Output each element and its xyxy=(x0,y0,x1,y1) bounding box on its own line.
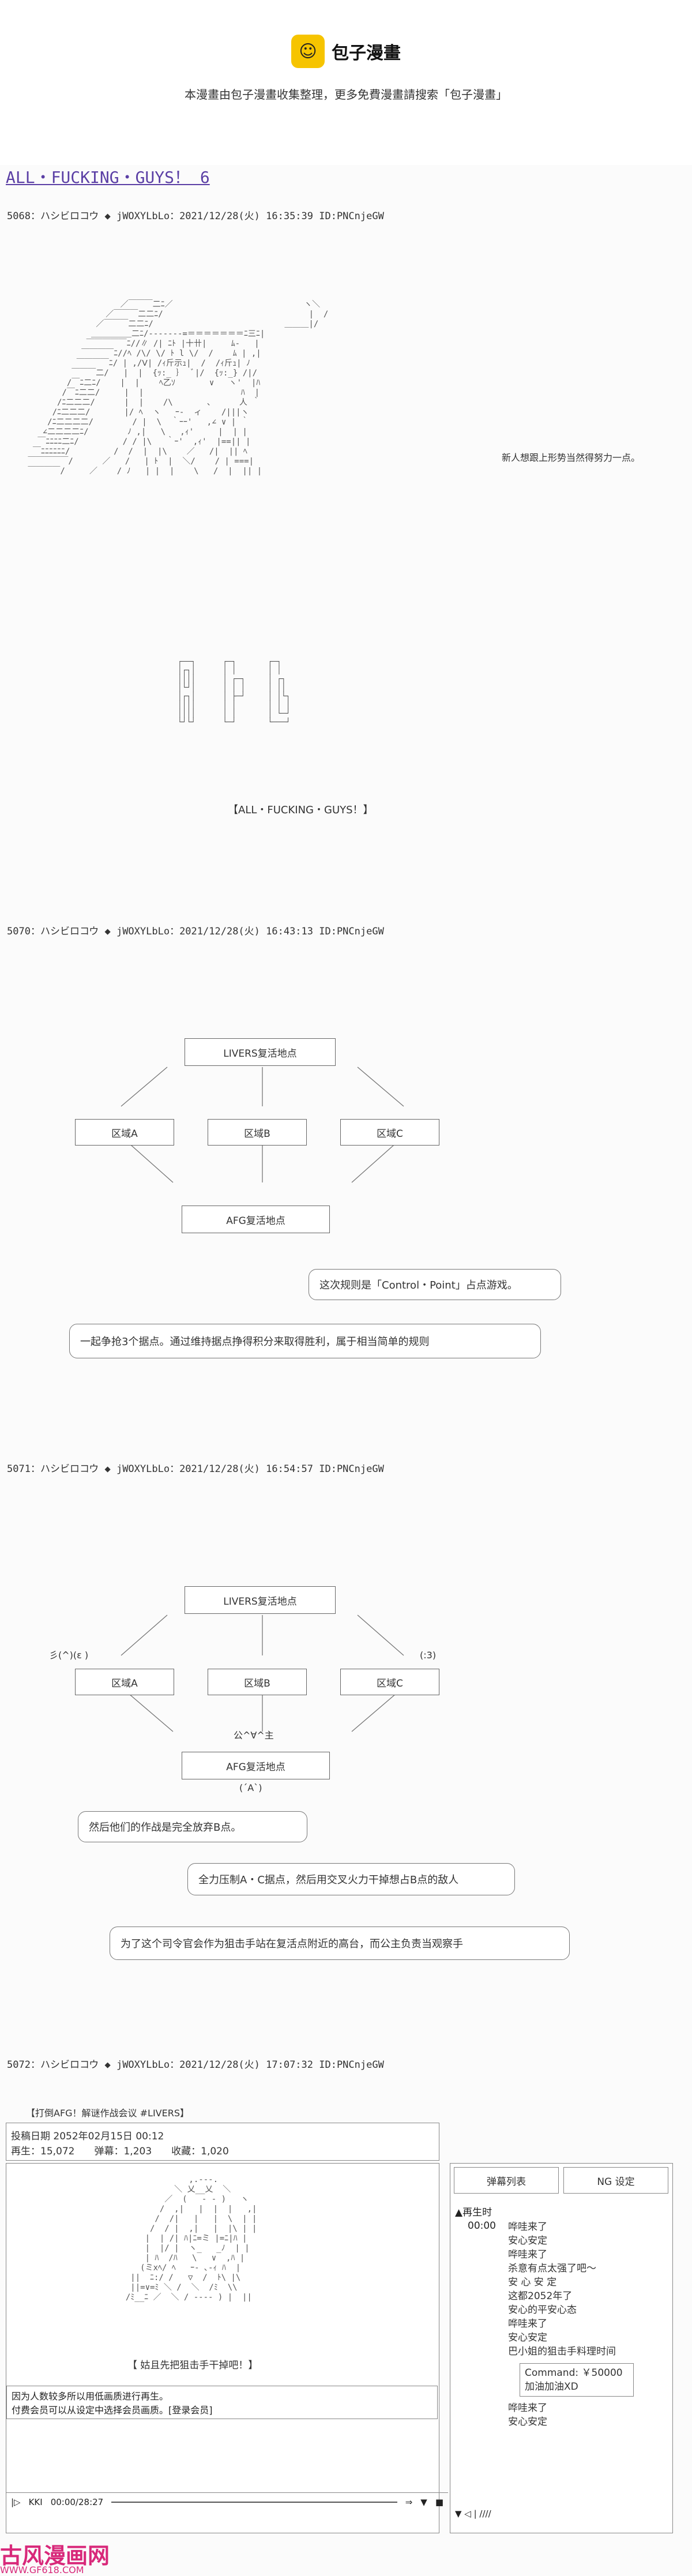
speech-bubble-rules: 这次规则是「Control・Point」占点游戏。 xyxy=(309,1269,561,1300)
site-header: ☺ 包子漫畫 本漫畫由包子漫畫收集整理，更多免費漫畫請搜索「包子漫畫」 xyxy=(0,35,692,102)
node-area-a: 区域A xyxy=(75,1119,174,1146)
comment-item: 哗哇来了 xyxy=(508,2402,547,2414)
speech-bubble-crossfire: 全力压制A・C据点，然后用交叉火力干掉想占B点的敌人 xyxy=(187,1863,515,1895)
list-time: 00:00 xyxy=(468,2220,496,2232)
comment-item: 安 心 安 定 xyxy=(508,2277,557,2288)
comment-item: 安心安定 xyxy=(508,2235,547,2247)
notice-line-1: 因为人数较多所以用低画质进行再生。 xyxy=(12,2391,169,2402)
node-area-b-2: 区域B xyxy=(208,1669,307,1695)
node-area-b: 区域B xyxy=(208,1119,307,1146)
post-meta-5070: 5070：ハシビロコウ ◆ jWOXYLbLo：2021/12/28(火) 16… xyxy=(7,926,384,937)
node-livers-spawn-2: LIVERS复活地点 xyxy=(185,1586,336,1614)
post-meta-5071: 5071：ハシビロコウ ◆ jWOXYLbLo：2021/12/28(火) 16… xyxy=(7,1463,384,1475)
post-meta-5072: 5072：ハシビロコウ ◆ jWOXYLbLo：2021/12/28(火) 17… xyxy=(7,2059,384,2071)
video-title: 【打倒AFG！解谜作战会议 #LIVERS】 xyxy=(26,2108,190,2119)
video-player[interactable]: ,.-‐‐. ＼ 乂__乂 ＼ ／ ( ‐ ‐ ) ヽ / ,| | | | ,… xyxy=(6,2163,448,2533)
node-area-a-2: 区域A xyxy=(75,1669,174,1695)
play-button[interactable]: |▷ xyxy=(11,2497,21,2507)
volume-icon[interactable]: ▼ xyxy=(420,2497,427,2507)
timecode: 00:00/28:27 xyxy=(50,2497,104,2507)
post-date: 投稿日期 2052年02月15日 00:12 xyxy=(11,2131,164,2142)
node-livers-spawn: LIVERS复活地点 xyxy=(185,1038,336,1066)
speech-bubble-abandon-b: 然后他们的作战是完全放弃B点。 xyxy=(78,1811,307,1842)
ascii-art-squad: ／￣￣￣二ﾆ／ ヽ＼ ／￣￣￣二二ﾆ/ | / ／￣￣￣二二ﾆ/ ＿＿＿|/ ＿… xyxy=(28,300,329,476)
danmaku-input[interactable]: ▼ ◁ | //// xyxy=(455,2509,491,2519)
comment-list: 哗哇来了 安心安定 哗哇来了 杀意有点太强了吧～ 安 心 安 定 这都2052年… xyxy=(508,2220,670,2429)
comment-item: 哗哇来了 xyxy=(508,2249,547,2260)
node-area-c: 区域C xyxy=(340,1119,439,1146)
tab-danmaku-list[interactable]: 弹幕列表 xyxy=(454,2167,559,2194)
map-diagram-lines-2 xyxy=(121,1614,404,1732)
speech-bubble-capture: 一起争抢3个据点。通过维持据点挣得积分来取得胜利，属于相当简单的规则 xyxy=(69,1324,541,1358)
danmaku-panel: 弹幕列表 NG 设定 ▲再生时 00:00 哗哇来了 安心安定 哗哇来了 杀意有… xyxy=(450,2163,673,2533)
quality-notice: 因为人数较多所以用低画质进行再生。 付费会员可以从设定中选择会员画质。[登录会员… xyxy=(6,2386,438,2419)
node-afg-spawn-2: AFG复活地点 xyxy=(182,1752,330,1779)
side-narration: 新人想跟上形势当然得努力一点。 xyxy=(502,452,641,463)
kki-label: KKI xyxy=(28,2497,43,2507)
afg-caption: 【ALL・FUCKING・GUYS！】 xyxy=(228,804,374,816)
node-afg-spawn: AFG复活地点 xyxy=(182,1206,330,1233)
comment-item: 安心安定 xyxy=(508,2332,547,2344)
footer-url: WWW.GF618.COM xyxy=(0,2564,84,2575)
chapter-title-link[interactable]: ALL・FUCKING・GUYS！ 6 xyxy=(6,168,210,187)
fullscreen-icon[interactable]: ⇒ xyxy=(405,2497,413,2507)
comment-item: 这都2052年了 xyxy=(508,2290,573,2302)
comment-item: 巴小姐的狙击手料理时间 xyxy=(508,2346,616,2357)
video-info-box: 投稿日期 2052年02月15日 00:12 再生：15,072 弹幕：1,20… xyxy=(6,2123,439,2161)
brand-name: 包子漫畫 xyxy=(332,43,401,63)
comment-item: 哗哇来了 xyxy=(508,2318,547,2330)
player-controls: |▷ KKI 00:00/28:27 ⇒ ▼ ■ xyxy=(6,2492,448,2511)
ascii-title-afg: ┌──┐ ┌─┐ ┌─┐ │┌┐│ │ │ │ │ ││││ │ ┌─┐ │ ┌… xyxy=(177,658,291,727)
comment-item: 哗哇来了 xyxy=(508,2221,547,2233)
settings-icon[interactable]: ■ xyxy=(435,2497,443,2507)
face-middle: 公^∀^主 xyxy=(234,1730,274,1741)
list-header: ▲再生时 xyxy=(455,2207,492,2218)
node-area-c-2: 区域C xyxy=(340,1669,439,1695)
face-bottom: (´A`) xyxy=(239,1782,262,1793)
face-left: 彡(^)(ε ) xyxy=(49,1650,89,1661)
gift-line-1: Command: ￥50000 xyxy=(525,2367,623,2379)
ascii-art-sniper: ,.-‐‐. ＼ 乂__乂 ＼ ／ ( ‐ ‐ ) ヽ / ,| | | | ,… xyxy=(125,2175,257,2302)
seek-bar[interactable] xyxy=(111,2502,397,2503)
comment-item: 杀意有点太强了吧～ xyxy=(508,2263,596,2274)
gift-comment: Command: ￥50000 加油加油XD xyxy=(520,2363,634,2397)
gift-line-2: 加油加油XD xyxy=(525,2381,578,2393)
speech-bubble-sniper: 为了这个司令官会作为狙击手站在复活点附近的高台，而公主负责当观察手 xyxy=(110,1927,570,1960)
bun-logo-icon: ☺ xyxy=(291,35,325,68)
footer-logo: 古风漫画网 xyxy=(0,2543,110,2569)
video-stats: 再生：15,072 弹幕：1,203 收藏：1,020 xyxy=(11,2146,229,2157)
subtitle: 【 姑且先把狙击手干掉吧！】 xyxy=(127,2360,258,2371)
site-tagline: 本漫畫由包子漫畫收集整理，更多免費漫畫請搜索「包子漫畫」 xyxy=(185,88,507,102)
comment-item: 安心的平安心态 xyxy=(508,2304,577,2316)
face-right: (:3) xyxy=(420,1650,437,1661)
comment-item: 安心安定 xyxy=(508,2416,547,2428)
post-meta-5068: 5068：ハシビロコウ ◆ jWOXYLbLo：2021/12/28(火) 16… xyxy=(7,211,384,222)
tab-ng-settings[interactable]: NG 设定 xyxy=(563,2167,668,2194)
notice-line-2[interactable]: 付费会员可以从设定中选择会员画质。[登录会员] xyxy=(12,2405,213,2416)
